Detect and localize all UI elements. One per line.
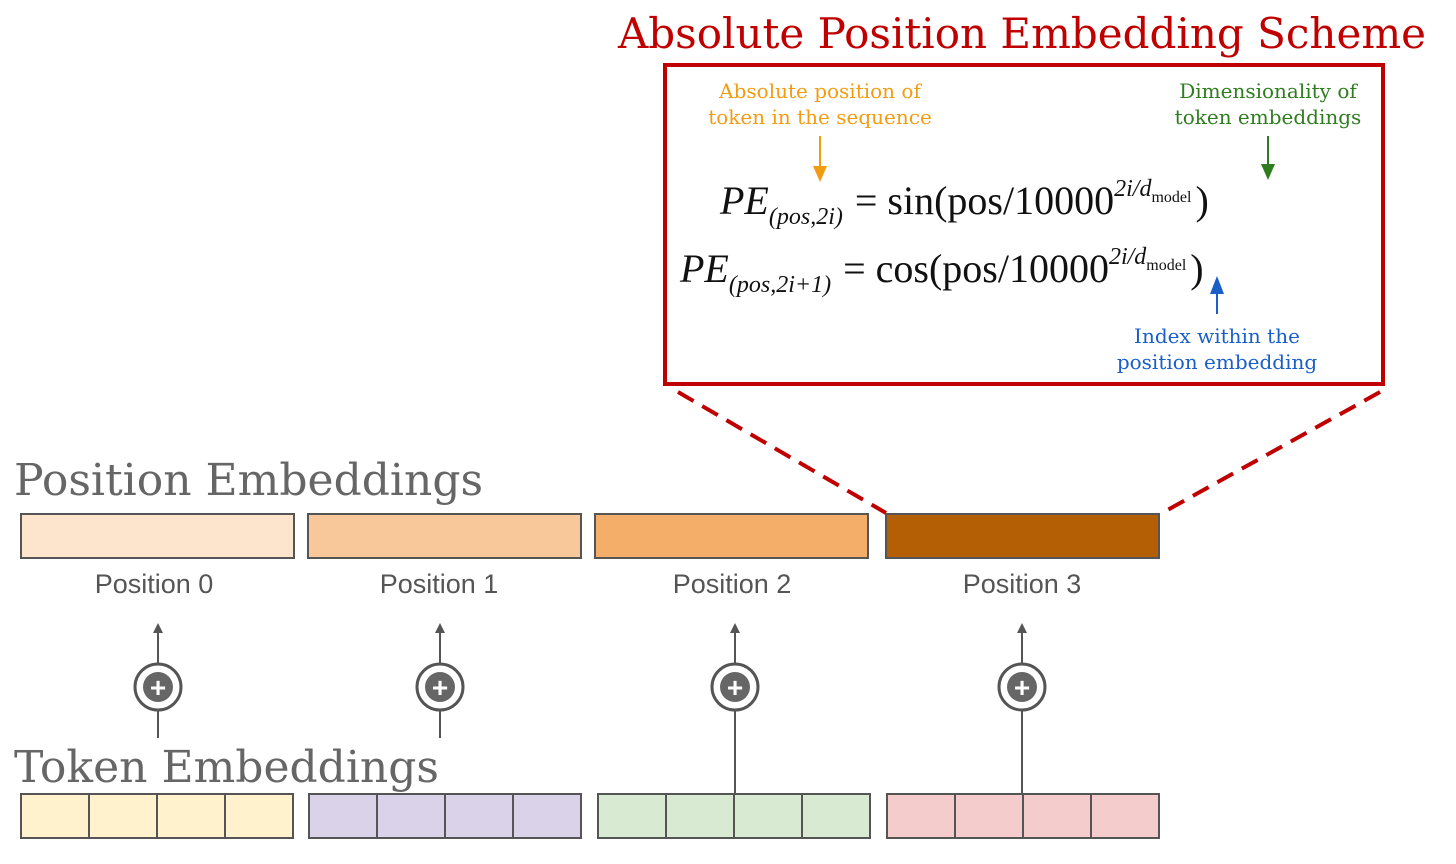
annotation-dimensionality-line2: token embeddings	[1175, 105, 1362, 129]
arrow-down-orange-icon	[813, 136, 827, 182]
formula-sin: PE(pos,2i)= sin(pos/100002i/dmodel)	[719, 176, 1209, 230]
token-embedding-1	[308, 793, 582, 839]
position-label-2: Position 2	[673, 569, 792, 599]
svg-text:+: +	[1014, 672, 1030, 703]
token-embeddings-label: Token Embeddings	[14, 742, 439, 793]
position-embedding-2	[594, 513, 869, 559]
token-embedding-2	[597, 793, 871, 839]
position-embeddings-label: Position Embeddings	[14, 455, 483, 506]
plus-icon-0: +	[133, 662, 183, 712]
position-label-0: Position 0	[95, 569, 214, 599]
position-embedding-0	[20, 513, 295, 559]
annotation-dimensionality-line1: Dimensionality of	[1179, 79, 1358, 103]
annotation-index-line2: position embedding	[1117, 350, 1318, 374]
svg-text:+: +	[150, 672, 166, 703]
zoom-line-right	[1161, 390, 1381, 515]
position-label-3: Position 3	[963, 569, 1082, 599]
token-embedding-0	[20, 793, 294, 839]
svg-text:+: +	[727, 672, 743, 703]
plus-icon-2: +	[710, 662, 760, 712]
svg-text:+: +	[432, 672, 448, 703]
plus-icon-1: +	[415, 662, 465, 712]
annotation-position-line1: Absolute position of	[718, 79, 922, 103]
arrow-up-blue-icon	[1210, 276, 1224, 314]
arrow-down-green-icon	[1261, 136, 1275, 180]
position-embedding-3	[885, 513, 1160, 559]
annotation-index-line1: Index within the	[1134, 324, 1300, 348]
scheme-title: Absolute Position Embedding Scheme	[617, 9, 1426, 58]
position-embedding-1	[307, 513, 582, 559]
annotation-position-line2: token in the sequence	[708, 105, 932, 129]
formula-box	[663, 63, 1385, 386]
plus-icon-3: +	[997, 662, 1047, 712]
formula-cos: PE(pos,2i+1)= cos(pos/100002i/dmodel)	[679, 244, 1204, 298]
position-label-1: Position 1	[380, 569, 499, 599]
token-embedding-3	[886, 793, 1160, 839]
zoom-line-left	[676, 390, 888, 515]
